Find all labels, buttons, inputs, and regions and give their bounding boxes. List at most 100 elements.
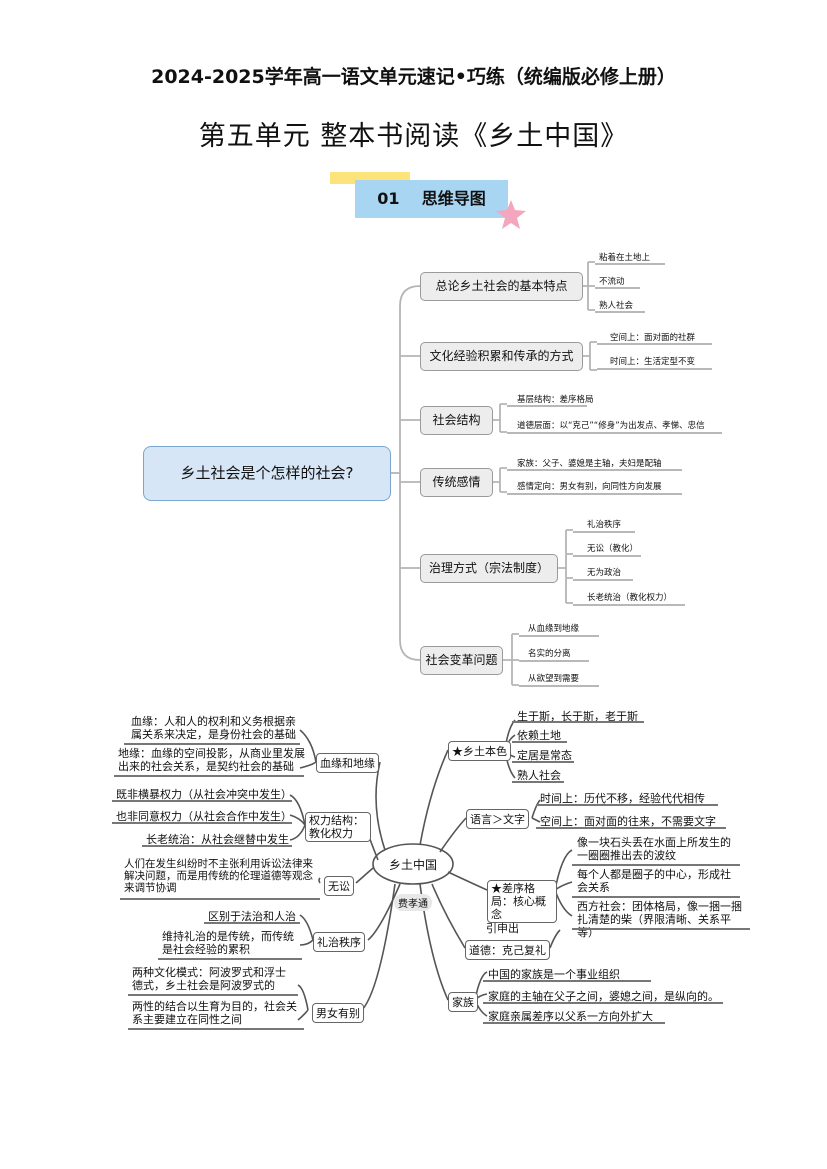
hw-underline: [112, 822, 292, 824]
leaf-underline: [519, 660, 589, 662]
m2-left-branch-5: 男女有别: [312, 1003, 364, 1023]
star-icon: [496, 200, 526, 229]
hw-underline: [128, 1028, 304, 1030]
m2-left-1-leaf-1: 血缘：人和人的权利和义务根据亲属关系来决定，是身份社会的基础: [131, 715, 296, 741]
leaf-3-2: 道德层面：以“克己”“修身”为出发点、孝悌、忠信: [517, 421, 705, 431]
m2-left-2-leaf-1: 既非横暴权力（从社会冲突中发生）: [116, 788, 292, 801]
m2-left-branch-1: 血缘和地缘: [316, 753, 379, 773]
leaf-6-2: 名实的分离: [528, 649, 571, 659]
leaf-5-1: 礼治秩序: [587, 520, 622, 530]
m2-right-3-leaf-1: 像一块石头丢在水面上所发生的一圈圈推出去的波纹: [577, 836, 731, 862]
leaf-5-4: 长老统治（教化权力）: [587, 593, 673, 603]
hw-underline: [114, 775, 304, 777]
leaf-underline: [595, 263, 665, 265]
m2-right-branch-2: 语言＞文字: [466, 809, 529, 829]
m2-right-5-leaf-1: 中国的家族是一个事业组织: [488, 968, 620, 981]
hw-underline: [572, 896, 740, 898]
m2-left-5-leaf-1: 两种文化模式：阿波罗式和浮士德式，乡土社会是阿波罗式的: [132, 966, 286, 992]
hw-underline: [512, 761, 574, 763]
m2-right-4-leaf-1: 引申出: [486, 922, 519, 935]
m2-right-branch-5: 家族: [448, 992, 478, 1012]
hw-underline: [120, 898, 320, 900]
m2-right-3-leaf-2: 每个人都是圈子的中心，形成社会关系: [577, 868, 731, 894]
m2-right-branch-3: ★差序格局：核心概念: [487, 880, 557, 923]
hw-underline: [124, 743, 300, 745]
leaf-underline: [507, 405, 587, 407]
leaf-underline: [597, 343, 712, 345]
leaf-2-2: 时间上：生活定型不变: [610, 357, 696, 367]
leaf-underline: [519, 685, 599, 687]
branch-governance: 治理方式（宗法制度）: [420, 554, 558, 583]
hw-underline: [204, 922, 300, 924]
m2-right-1-leaf-1: 生于斯，长于斯，老于斯: [517, 710, 638, 723]
mindmap1-root: 乡土社会是个怎样的社会?: [143, 446, 391, 501]
branch-culture-transmission: 文化经验积累和传承的方式: [420, 342, 583, 371]
leaf-underline: [573, 579, 633, 581]
leaf-2-1: 空间上：面对面的社群: [610, 333, 696, 343]
document-title: 2024-2025学年高一语文单元速记•巧练（统编版必修上册）: [151, 66, 676, 88]
unit-title: 第五单元 整本书阅读《乡土中国》: [198, 121, 629, 152]
m2-right-5-leaf-3: 家庭亲属差序以父系一方向外扩大: [488, 1010, 653, 1023]
hw-underline: [512, 741, 567, 743]
branch-traditional-emotion: 传统感情: [420, 468, 493, 497]
m2-right-3-leaf-3: 西方社会：团体格局，像一捆一捆扎清楚的柴（界限清晰、关系平等）: [577, 900, 742, 939]
leaf-4-1: 家族：父子、婆媳是主轴，夫妇是配轴: [517, 459, 662, 469]
leaf-underline: [507, 432, 722, 434]
leaf-underline: [597, 368, 712, 370]
m2-left-2-leaf-2: 也非同意权力（从社会合作中发生）: [116, 810, 292, 823]
leaf-underline: [507, 493, 682, 495]
m2-right-2-leaf-2: 空间上：面对面的往来，不需要文字: [540, 815, 716, 828]
section-heading: 01 思维导图: [355, 180, 508, 218]
leaf-6-1: 从血缘到地缘: [528, 624, 580, 634]
leaf-underline: [595, 311, 645, 313]
m2-left-branch-4: 礼治秩序: [313, 932, 365, 952]
branch-basic-features: 总论乡土社会的基本特点: [420, 272, 583, 301]
hw-underline: [572, 928, 750, 930]
m2-left-1-leaf-2: 地缘：血缘的空间投影，从商业里发展出来的社会关系，是契约社会的基础: [118, 747, 305, 773]
m2-left-4-leaf-1: 区别于法治和人治: [208, 910, 296, 923]
branch-social-structure: 社会结构: [420, 406, 493, 435]
hw-underline: [142, 845, 292, 847]
hw-underline: [483, 1002, 723, 1004]
section-name: 思维导图: [421, 189, 486, 208]
m2-right-1-leaf-4: 熟人社会: [517, 769, 561, 782]
m2-right-5-leaf-2: 家庭的主轴在父子之间，婆媳之间，是纵向的。: [488, 990, 719, 1003]
leaf-underline: [573, 531, 635, 533]
hw-underline: [112, 800, 292, 802]
hw-underline: [572, 864, 740, 866]
leaf-6-3: 从欲望到需要: [528, 674, 580, 684]
m2-right-branch-4: 道德：克己复礼: [465, 940, 550, 960]
leaf-underline: [595, 287, 640, 289]
m2-right-branch-1: ★乡土本色: [448, 741, 511, 761]
leaf-1-1: 粘着在土地上: [599, 253, 651, 263]
branch-social-change: 社会变革问题: [420, 646, 503, 675]
hw-underline: [512, 721, 644, 723]
leaf-4-2: 感情定向：男女有别，向同性方向发展: [517, 482, 662, 492]
leaf-underline: [573, 555, 641, 557]
m2-left-5-leaf-2: 两性的结合以生育为目的，社会关系主要建立在同性之间: [132, 1000, 297, 1026]
m2-left-4-leaf-2: 维持礼治的是传统，而传统是社会经验的累积: [162, 930, 294, 956]
section-badge: [355, 180, 508, 218]
leaf-underline: [507, 469, 682, 471]
leaf-3-1: 基层结构：差序格局: [517, 395, 594, 405]
hw-underline: [483, 1022, 665, 1024]
m2-left-3-leaf-1: 人们在发生纠纷时不主张利用诉讼法律来解决问题，而是用传统的伦理道德等观念来调节协…: [124, 858, 313, 894]
leaf-underline: [573, 604, 685, 606]
leaf-5-2: 无讼（教化）: [587, 544, 639, 554]
hw-underline: [128, 994, 298, 996]
m2-left-2-leaf-3: 长老统治：从社会继替中发生: [146, 833, 289, 846]
leaf-underline: [519, 635, 599, 637]
m2-right-1-leaf-3: 定居是常态: [517, 749, 572, 762]
m2-left-branch-2: 权力结构：教化权力: [305, 812, 371, 842]
mindmap2-center: 乡土中国: [389, 858, 438, 872]
hw-underline: [512, 781, 564, 783]
mindmap2-author: 费孝通: [394, 894, 432, 911]
hw-underline: [483, 980, 651, 982]
hw-underline: [158, 958, 302, 960]
leaf-1-2: 不流动: [599, 277, 625, 287]
leaf-5-3: 无为政治: [587, 568, 622, 578]
m2-right-1-leaf-2: 依赖土地: [517, 729, 561, 742]
hw-underline: [536, 804, 718, 806]
